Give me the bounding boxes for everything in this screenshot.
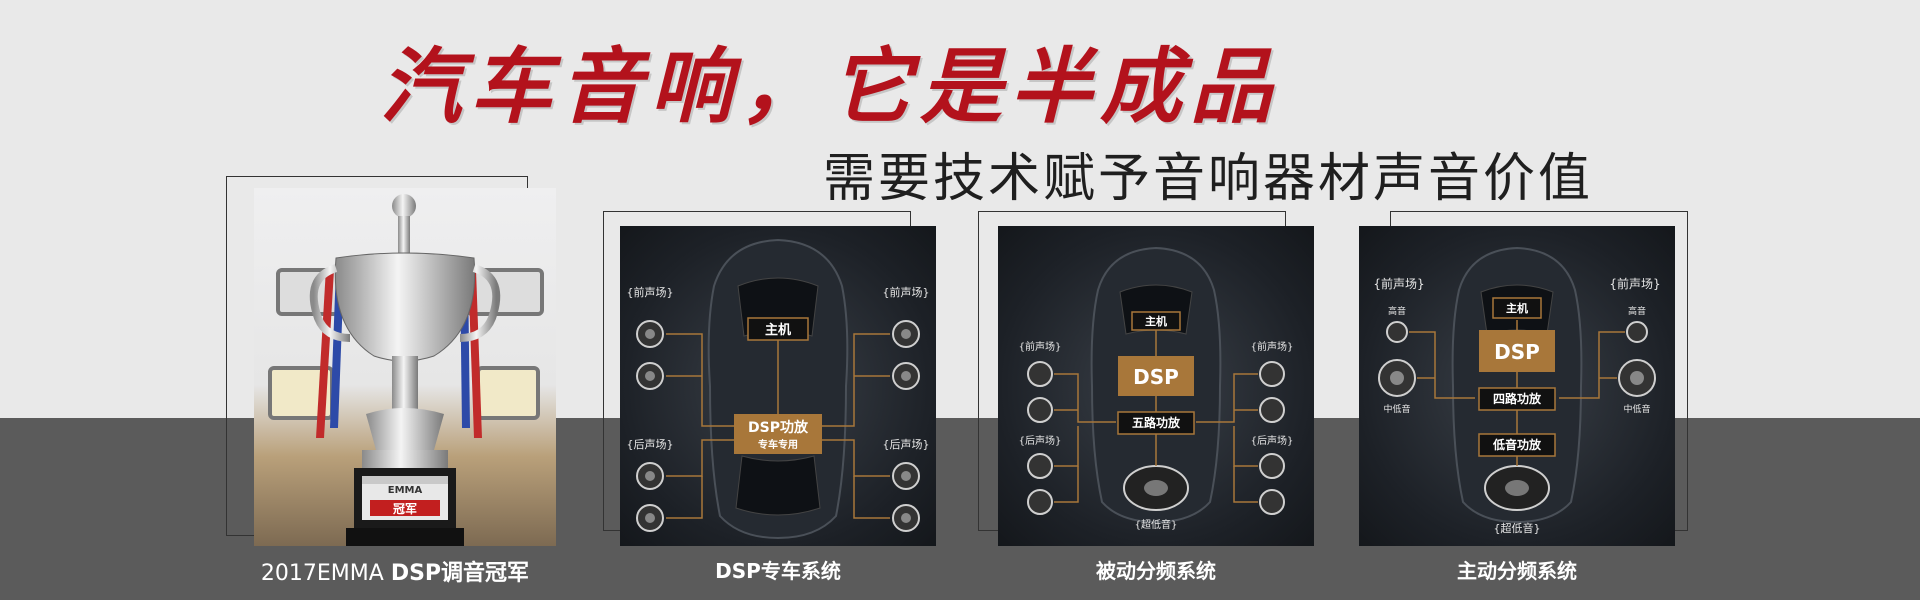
label-front-left: {前声场} [1019,340,1062,353]
amp-sub-label: 低音功放 [1492,437,1542,452]
label-mid-left: 中低音 [1383,403,1410,415]
label-rear-right: {后声场} [1251,434,1294,447]
plaque-brand: EMMA [388,485,423,496]
car-diagram-1: {前声场} {前声场} {后声场} {后声场} 主机 DSP功放 专车专用 [627,238,930,540]
label-tweeter-left: 高音 [1388,305,1406,317]
amp-four-label: 四路功放 [1493,391,1542,406]
amp-main-label: DSP功放 [748,419,809,436]
head-unit-label: 主机 [765,322,791,338]
panel-3-caption: 主动分频系统 [1457,559,1577,583]
dsp-label: DSP [1494,340,1540,364]
panel-active-crossover: {前声场} {前声场} 高音 高音 中低音 中低音 {超低音} 主机 DSP 四… [1359,226,1675,546]
trophy-photo: EMMA 冠军 [254,188,556,546]
car-diagram-2: {前声场} {前声场} {后声场} {后声场} {超低音} 主机 DSP 五路功… [1019,246,1294,531]
head-unit-label: 主机 [1506,301,1528,315]
plaque-title: 冠军 [393,501,417,516]
subheadline: 需要技术赋予音响器材声音价值 [823,149,1594,209]
trophy-caption-title: DSP调音冠军 [390,561,530,586]
panel-passive-crossover: {前声场} {前声场} {后声场} {后声场} {超低音} 主机 DSP 五路功… [998,226,1314,546]
label-front-right: {前声场} [1609,276,1660,291]
headline: 汽车音响，它是半成品 [380,39,1280,135]
label-tweeter-right: 高音 [1628,305,1646,317]
amp-label: 五路功放 [1132,415,1181,430]
label-rear-right: {后声场} [883,437,930,451]
trophy-caption: 2017EMMA DSP调音冠军 [240,555,550,586]
label-front-right: {前声场} [883,285,930,299]
label-rear-left: {后声场} [1019,434,1062,447]
label-front-right: {前声场} [1251,340,1294,353]
trophy-caption-year: 2017EMMA [260,561,391,586]
head-unit-label: 主机 [1145,314,1167,328]
label-mid-right: 中低音 [1623,403,1650,415]
trophy-icon: EMMA 冠军 [309,194,501,546]
label-subwoofer: {超低音} [1135,518,1178,531]
amp-sub-label: 专车专用 [758,438,798,451]
label-rear-left: {后声场} [627,437,674,451]
dsp-label: DSP [1133,365,1179,389]
panel-1-caption: DSP专车系统 [715,559,841,583]
panel-dsp-car: {前声场} {前声场} {后声场} {后声场} 主机 DSP功放 专车专用 [620,226,936,546]
car-diagram-3: {前声场} {前声场} 高音 高音 中低音 中低音 {超低音} 主机 DSP 四… [1373,246,1661,535]
label-subwoofer: {超低音} [1494,521,1541,535]
label-front-left: {前声场} [1373,276,1424,291]
panel-2-caption: 被动分频系统 [1096,559,1216,583]
label-front-left: {前声场} [627,285,674,299]
